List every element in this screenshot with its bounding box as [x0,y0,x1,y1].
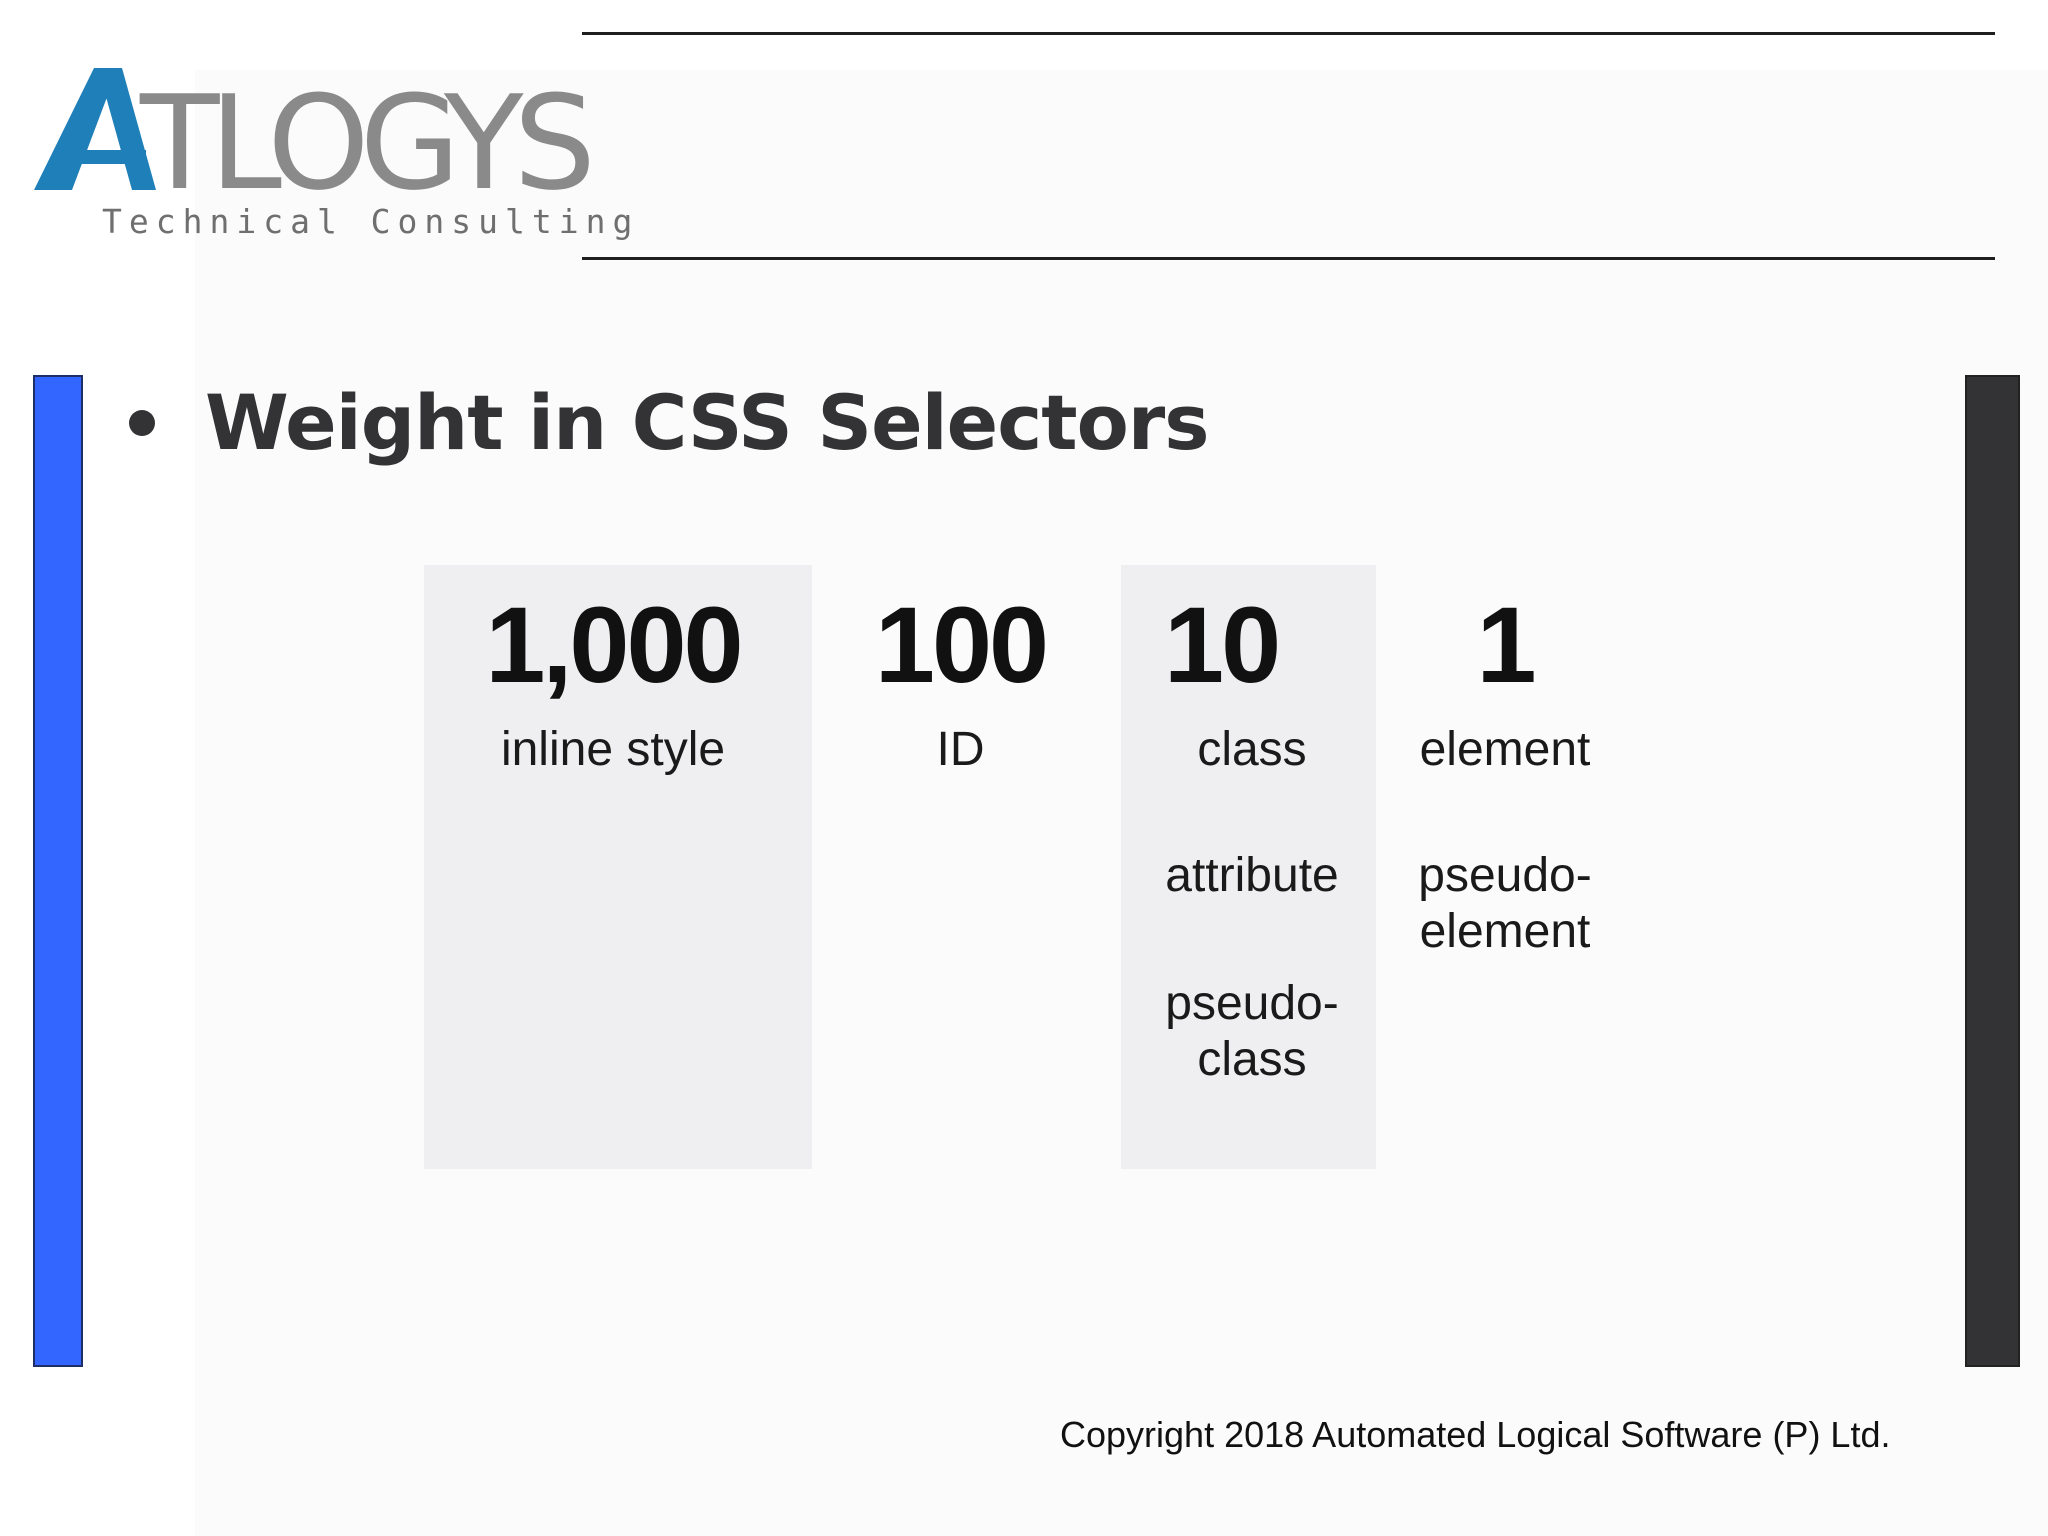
copyright-footer: Copyright 2018 Automated Logical Softwar… [1060,1414,1891,1455]
weight-label: element [1419,723,1591,776]
weight-column-id: 100 ID [838,585,1083,778]
weight-label: ID [936,723,985,776]
weight-label: element [1419,905,1591,958]
inline-style-column-shade [424,565,812,1169]
weight-label: class [1197,723,1307,776]
weight-column-element: 1 element pseudo- element [1390,585,1620,960]
weight-label: pseudo- [1418,849,1592,902]
weight-value: 1,000 [485,584,743,705]
weight-label: inline style [500,723,726,776]
title-row: Weight in CSS Selectors [125,378,1210,467]
weight-value: 1 [1476,584,1536,705]
right-accent-bar [1965,375,2020,1367]
logo-a-crossbar [66,150,146,164]
header-rule-top [582,32,1995,35]
weight-value: 100 [874,584,1049,705]
left-accent-bar [33,375,83,1367]
logo-a-left-leg [34,68,118,190]
header-rule-bottom [582,257,1995,260]
weight-column-inline-style: 1,000 inline style [430,585,796,778]
weight-label: attribute [1165,849,1339,902]
logo-rest-letters: TLOGYS [139,67,589,204]
weight-label: class [1197,1033,1307,1086]
weight-column-class: 10 class attribute pseudo- class [1128,585,1376,1088]
slide-title: Weight in CSS Selectors [205,378,1210,467]
atlogys-logo: TLOGYS Technical Consulting [32,64,632,254]
logo-tagline: Technical Consulting [102,202,640,241]
logo-wordmark: TLOGYS [34,67,592,204]
weight-value: 10 [1164,584,1281,705]
weight-label: pseudo- [1165,977,1339,1030]
bullet-icon [129,409,155,436]
class-column-shade [1121,565,1376,1169]
